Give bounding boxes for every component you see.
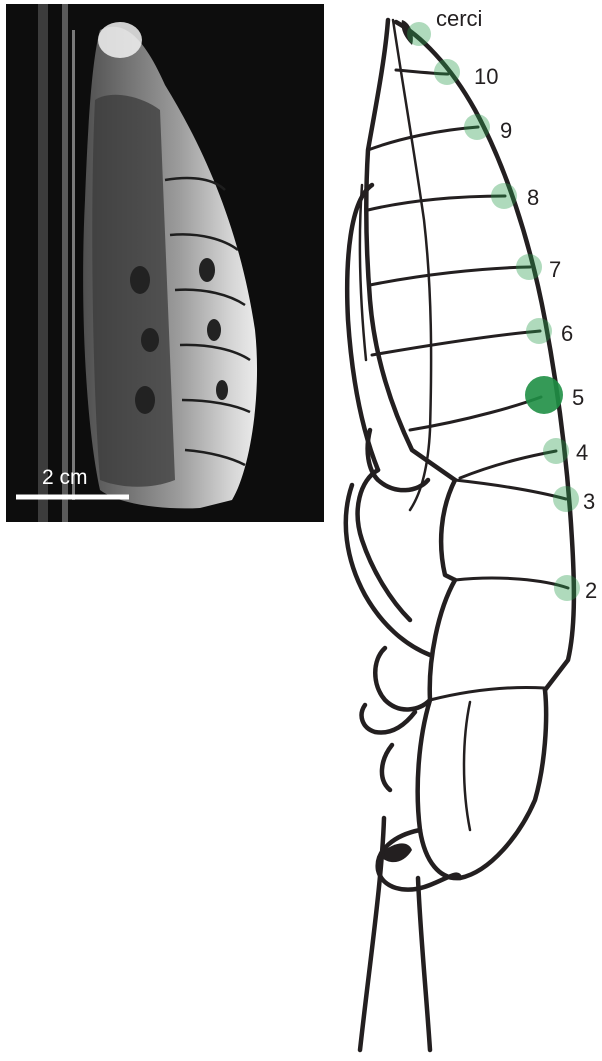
segment-labels: cerci 10 9 8 7 6 5 4 3 2 [436, 6, 597, 603]
marker-4 [543, 438, 569, 464]
marker-9 [464, 114, 490, 140]
label-cerci: cerci [436, 6, 482, 31]
insect-diagram: cerci 10 9 8 7 6 5 4 3 2 [346, 6, 597, 1050]
abdomen-midline [393, 20, 431, 510]
marker-5-highlighted [525, 376, 563, 414]
label-7: 7 [549, 257, 561, 282]
label-8: 8 [527, 185, 539, 210]
marker-6 [526, 318, 552, 344]
photo-highlight [98, 22, 142, 58]
label-6: 6 [561, 321, 573, 346]
label-5: 5 [572, 385, 584, 410]
abdomen-inner-edge [366, 20, 455, 480]
antenna-left [360, 818, 384, 1050]
segment-markers [407, 22, 580, 601]
thorax [418, 690, 546, 878]
leg-front [375, 648, 430, 709]
label-10: 10 [474, 64, 498, 89]
glass-reflection [38, 4, 48, 522]
label-4: 4 [576, 440, 588, 465]
marker-10 [434, 59, 460, 85]
glass-reflection-3 [72, 30, 75, 500]
leg-front-3 [382, 745, 392, 790]
marker-7 [516, 254, 542, 280]
sternite-3 [441, 480, 455, 580]
leg-mid [368, 430, 428, 490]
scale-bar-label: 2 cm [42, 466, 88, 489]
label-9: 9 [500, 118, 512, 143]
antenna-right [418, 878, 430, 1050]
label-3: 3 [583, 489, 595, 514]
photo-panel: 2 cm [6, 4, 324, 522]
marker-2 [554, 575, 580, 601]
thorax-inner [464, 702, 470, 830]
label-2: 2 [585, 578, 597, 603]
marker-8 [491, 183, 517, 209]
glass-reflection-2 [62, 4, 68, 522]
marker-3 [553, 486, 579, 512]
sternite-2 [430, 580, 455, 700]
marker-cerci [407, 22, 431, 46]
